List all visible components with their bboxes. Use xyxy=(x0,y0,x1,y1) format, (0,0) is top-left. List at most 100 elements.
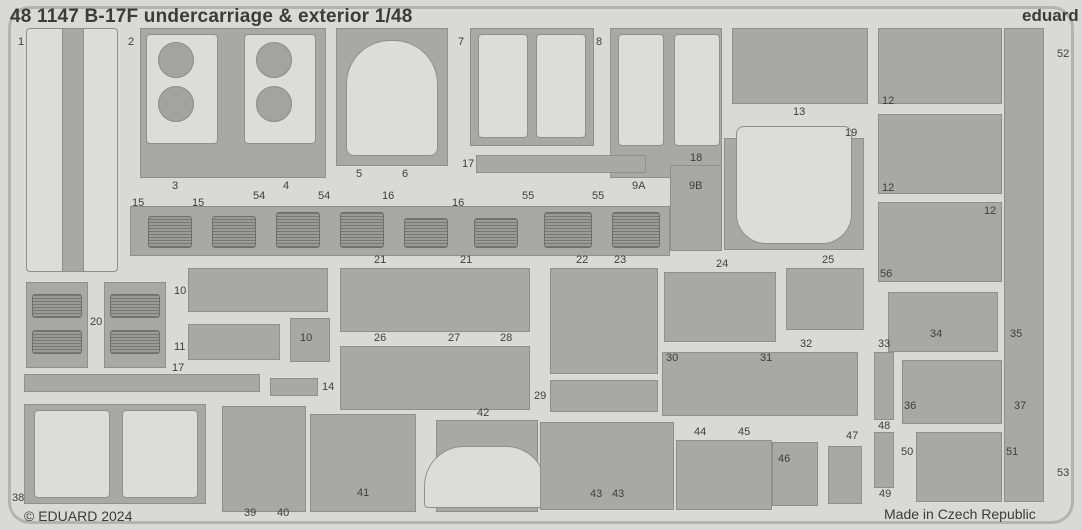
fret-52-53 xyxy=(1004,28,1044,502)
part-label: 44 xyxy=(694,426,707,438)
fret-50-51 xyxy=(916,432,1002,502)
part-label: 16 xyxy=(382,190,395,202)
mesh xyxy=(32,294,82,318)
part-label: 18 xyxy=(690,152,703,164)
part-label: 3 xyxy=(172,180,179,192)
fret-13 xyxy=(732,28,868,104)
part-label: 54 xyxy=(253,190,266,202)
part-42 xyxy=(424,446,546,508)
part-5-6 xyxy=(346,40,438,156)
part-label: 12 xyxy=(984,205,997,217)
copyright: © EDUARD 2024 xyxy=(24,508,133,524)
mesh xyxy=(404,218,448,248)
part-label: 55 xyxy=(592,190,605,202)
fret-24 xyxy=(664,272,776,342)
part-label: 30 xyxy=(666,352,679,364)
part-label: 54 xyxy=(318,190,331,202)
fret-12c xyxy=(878,202,1002,282)
mesh xyxy=(276,212,320,248)
part-17 xyxy=(476,155,646,173)
part-label: 24 xyxy=(716,258,729,270)
part-label: 29 xyxy=(534,390,547,402)
part-label: 22 xyxy=(576,254,589,266)
part-label: 14 xyxy=(322,381,335,393)
part-33 xyxy=(874,352,894,420)
part-label: 7 xyxy=(458,36,465,48)
fret-21 xyxy=(340,268,530,332)
part-8 xyxy=(536,34,586,138)
part-label: 6 xyxy=(402,168,409,180)
part-label: 28 xyxy=(500,332,513,344)
fret-34-35 xyxy=(888,292,998,352)
fret-title: 48 1147 B-17F undercarriage & exterior 1… xyxy=(10,6,413,27)
mesh xyxy=(32,330,82,354)
part-label: 52 xyxy=(1057,48,1070,60)
part-label: 43 xyxy=(590,488,603,500)
part-18 xyxy=(670,165,722,251)
part-label: 16 xyxy=(452,197,465,209)
part-label: 32 xyxy=(800,338,813,350)
part-label: 43 xyxy=(612,488,625,500)
part-38b xyxy=(122,410,198,498)
fret-12a xyxy=(878,28,1002,104)
hole xyxy=(256,86,292,122)
part-label: 35 xyxy=(1010,328,1023,340)
mesh xyxy=(110,294,160,318)
part-label: 49 xyxy=(879,488,892,500)
brand-logo: eduard xyxy=(1022,6,1079,25)
part-label: 20 xyxy=(90,316,103,328)
part-label: 34 xyxy=(930,328,943,340)
part-label: 45 xyxy=(738,426,751,438)
part-label: 37 xyxy=(1014,400,1027,412)
part-label: 50 xyxy=(901,446,914,458)
part-9a xyxy=(618,34,664,146)
hole xyxy=(158,42,194,78)
hole xyxy=(158,86,194,122)
part-label: 1 xyxy=(18,36,25,48)
part-label: 12 xyxy=(882,95,895,107)
part-label: 36 xyxy=(904,400,917,412)
fret-12b xyxy=(878,114,1002,194)
fret-10b xyxy=(290,318,330,362)
mesh xyxy=(110,330,160,354)
fret-39-40 xyxy=(222,406,306,512)
part-label: 10 xyxy=(174,285,187,297)
mesh xyxy=(544,212,592,248)
part-14 xyxy=(270,378,318,396)
mesh xyxy=(612,212,660,248)
part-label: 25 xyxy=(822,254,835,266)
hole xyxy=(256,42,292,78)
part-48-49 xyxy=(874,432,894,488)
part-label: 51 xyxy=(1006,446,1019,458)
part-label: 13 xyxy=(793,106,806,118)
part-label: 46 xyxy=(778,453,791,465)
part-label: 8 xyxy=(596,36,603,48)
part-label: 31 xyxy=(760,352,773,364)
fret-11 xyxy=(188,324,280,360)
sprue xyxy=(62,28,84,272)
part-19 xyxy=(736,126,852,244)
part-label: 55 xyxy=(522,190,535,202)
part-label: 11 xyxy=(174,341,186,353)
part-label: 10 xyxy=(300,332,313,344)
origin-text: Made in Czech Republic xyxy=(884,506,1036,522)
fret-47 xyxy=(828,446,862,504)
fret-frame xyxy=(8,6,1074,524)
part-label: 9B xyxy=(689,180,703,192)
part-label: 39 xyxy=(244,507,257,519)
part-label: 17 xyxy=(172,362,185,374)
part-label: 33 xyxy=(878,338,891,350)
part-label: 21 xyxy=(460,254,473,266)
part-label: 5 xyxy=(356,168,363,180)
part-label: 15 xyxy=(132,197,145,209)
fret-46 xyxy=(772,442,818,506)
part-label: 41 xyxy=(357,487,370,499)
fret-30-32 xyxy=(662,352,858,416)
fret-36-37 xyxy=(902,360,1002,424)
fret-29 xyxy=(550,380,658,412)
part-label: 4 xyxy=(283,180,290,192)
fret-25 xyxy=(786,268,864,330)
part-label: 40 xyxy=(277,507,290,519)
part-label: 47 xyxy=(846,430,859,442)
part-label: 48 xyxy=(878,420,891,432)
